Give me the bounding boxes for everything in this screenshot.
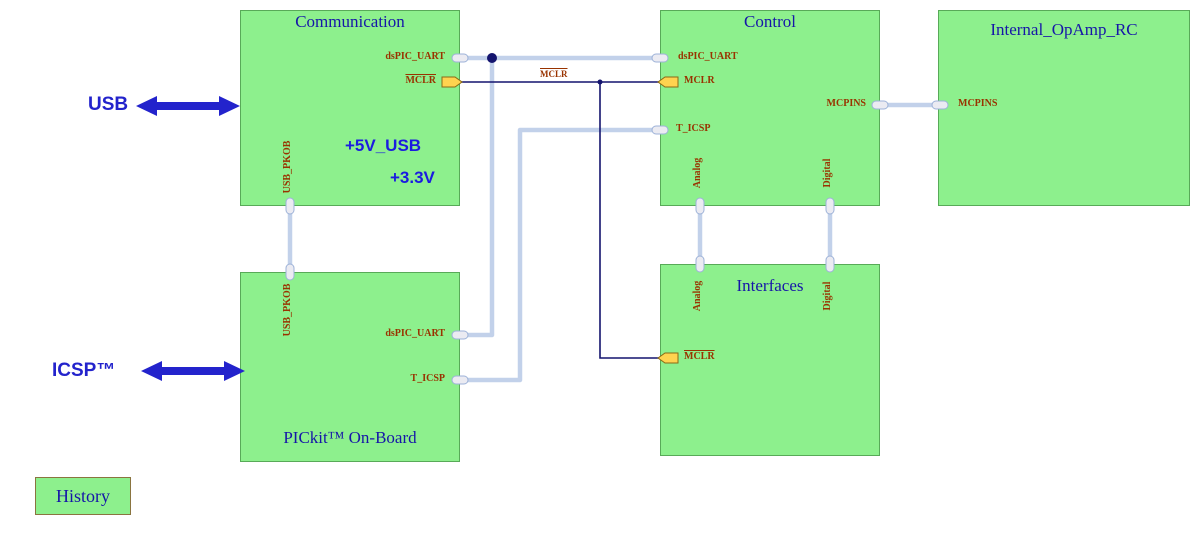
port-label-communication-mclr: MCLR xyxy=(405,75,436,86)
port-internal-opamp-mcpins[interactable] xyxy=(931,100,949,110)
port-label-communication-usb-pkob: USB_PKOB xyxy=(282,140,293,194)
port-communication-mclr[interactable] xyxy=(441,76,463,88)
port-label-control-mcpins: MCPINS xyxy=(826,98,866,109)
port-label-interfaces-mclr: MCLR xyxy=(684,351,715,362)
port-label-pickit-t-icsp: T_ICSP xyxy=(410,373,445,384)
icsp-double-arrow-icon xyxy=(141,361,245,381)
title-pickit-onboard: PICkit™ On-Board xyxy=(283,428,417,447)
title-interfaces: Interfaces xyxy=(736,276,804,295)
port-label-control-t-icsp: T_ICSP xyxy=(676,123,711,134)
port-control-dspic-uart[interactable] xyxy=(651,53,669,63)
block-interfaces[interactable] xyxy=(660,264,880,456)
block-internal-opamp-rc[interactable] xyxy=(938,10,1190,206)
port-communication-usb-pkob[interactable] xyxy=(285,197,295,215)
block-control[interactable] xyxy=(660,10,880,206)
junction-mclr xyxy=(597,79,603,85)
port-control-t-icsp[interactable] xyxy=(651,125,669,135)
usb-double-arrow-icon xyxy=(136,96,240,116)
port-control-analog[interactable] xyxy=(695,197,705,215)
junction-dspic-uart xyxy=(487,53,497,63)
port-label-pickit-dspic-uart: dsPIC_UART xyxy=(385,328,445,339)
history-box[interactable]: History xyxy=(35,477,131,515)
port-label-communication-dspic-uart: dsPIC_UART xyxy=(385,51,445,62)
title-communication: Communication xyxy=(295,12,405,31)
power-label-5v-usb: +5V_USB xyxy=(345,136,422,155)
net-label-mclr: MCLR xyxy=(540,69,568,79)
wire-mclr-branch[interactable] xyxy=(599,82,660,359)
title-control: Control xyxy=(744,12,796,31)
port-control-digital[interactable] xyxy=(825,197,835,215)
port-interfaces-analog[interactable] xyxy=(695,255,705,273)
port-pickit-dspic-uart[interactable] xyxy=(451,330,469,340)
wire-dspic-uart-branch[interactable] xyxy=(459,55,495,338)
port-label-pickit-usb-pkob: USB_PKOB xyxy=(282,283,293,337)
port-pickit-usb-pkob[interactable] xyxy=(285,263,295,281)
title-internal-opamp-rc: Internal_OpAmp_RC xyxy=(990,20,1138,39)
wire-t-icsp[interactable] xyxy=(459,127,663,383)
port-label-internal-opamp-mcpins: MCPINS xyxy=(958,98,998,109)
external-label-usb: USB xyxy=(88,94,129,115)
external-label-icsp: ICSP™ xyxy=(52,360,116,381)
port-communication-dspic-uart[interactable] xyxy=(451,53,469,63)
port-pickit-t-icsp[interactable] xyxy=(451,375,469,385)
block-communication[interactable] xyxy=(240,10,460,206)
port-control-mcpins[interactable] xyxy=(871,100,889,110)
port-label-control-analog: Analog xyxy=(692,157,703,189)
port-label-interfaces-analog: Analog xyxy=(692,280,703,312)
port-control-mclr[interactable] xyxy=(657,76,679,88)
port-interfaces-mclr[interactable] xyxy=(657,352,679,364)
history-title: History xyxy=(56,485,110,506)
block-pickit-onboard[interactable] xyxy=(240,272,460,462)
port-label-control-dspic-uart: dsPIC_UART xyxy=(678,51,738,62)
port-label-control-mclr: MCLR xyxy=(684,75,715,86)
port-interfaces-digital[interactable] xyxy=(825,255,835,273)
port-label-interfaces-digital: Digital xyxy=(822,281,833,311)
power-label-3v3: +3.3V xyxy=(390,168,435,187)
port-label-control-digital: Digital xyxy=(822,158,833,188)
